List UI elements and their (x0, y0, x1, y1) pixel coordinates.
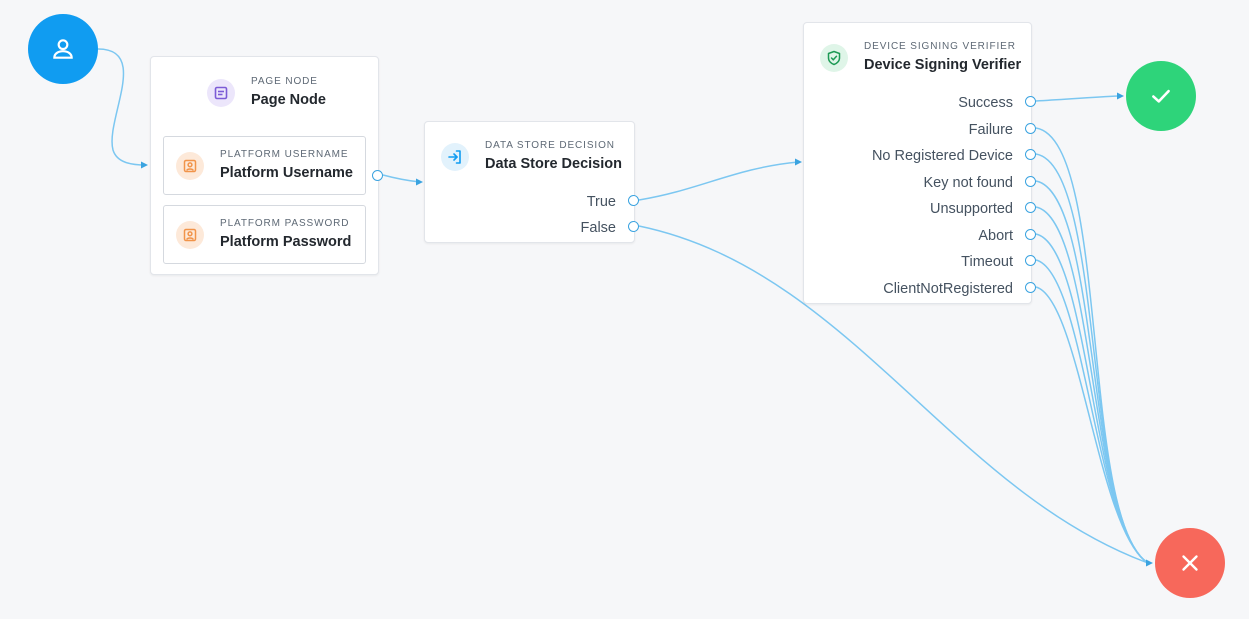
data-store-decision-type-label: DATA STORE DECISION (485, 140, 615, 151)
edge-success-to-success-node[interactable] (1035, 95, 1120, 102)
edge-clientnotregistered-to-failure-node[interactable] (1035, 286, 1149, 564)
page-node-output-port[interactable] (372, 170, 383, 181)
user-card-icon (176, 220, 204, 249)
edge-start-to-page[interactable] (97, 48, 146, 166)
edge-no-registered-device-to-failure-node[interactable] (1035, 153, 1149, 564)
outcome-abort-port[interactable] (1025, 229, 1036, 240)
data-store-decision-header: DATA STORE DECISION Data Store Decision (441, 139, 622, 174)
edge-arrowhead (795, 158, 802, 166)
success-node[interactable] (1126, 61, 1196, 131)
edge-page-to-datastore[interactable] (382, 174, 421, 183)
device-signing-verifier-header: DEVICE SIGNING VERIFIER Device Signing V… (820, 40, 1021, 75)
outcome-no-registered-device-port[interactable] (1025, 149, 1036, 160)
failure-node[interactable] (1155, 528, 1225, 598)
edge-abort-to-failure-node[interactable] (1035, 233, 1149, 564)
outcome-key-not-found-port[interactable] (1025, 176, 1036, 187)
edge-arrowhead (416, 178, 423, 186)
outcome-unsupported-label: Unsupported (929, 201, 1013, 217)
outcome-true-label: True (586, 194, 616, 210)
edge-key-not-found-to-failure-node[interactable] (1035, 180, 1149, 564)
edge-arrowhead (1146, 559, 1153, 567)
edge-arrowhead (1117, 92, 1124, 100)
platform-password-type-label: PLATFORM PASSWORD (220, 218, 350, 229)
platform-username-type-label: PLATFORM USERNAME (220, 149, 349, 160)
outcome-true-port[interactable] (628, 195, 639, 206)
device-signing-verifier-node[interactable]: DEVICE SIGNING VERIFIER Device Signing V… (803, 22, 1036, 304)
outcome-unsupported-port[interactable] (1025, 202, 1036, 213)
close-icon (1182, 555, 1198, 571)
device-signing-verifier-type-label: DEVICE SIGNING VERIFIER (864, 41, 1016, 52)
data-store-decision-node[interactable]: DATA STORE DECISION Data Store Decision … (424, 121, 639, 243)
platform-password-title: Platform Password (220, 234, 352, 250)
platform-username-title: Platform Username (220, 165, 353, 181)
outcome-success-label: Success (958, 95, 1013, 111)
edge-arrowhead (141, 161, 148, 169)
edge-unsupported-to-failure-node[interactable] (1035, 206, 1149, 564)
outcome-abort-label: Abort (978, 228, 1013, 244)
outcome-failure-label: Failure (968, 122, 1013, 138)
page-node-type-label: PAGE NODE (251, 76, 318, 87)
start-node[interactable] (28, 14, 98, 84)
outcome-clientnotregistered-label: ClientNotRegistered (883, 281, 1013, 297)
page-node-title: Page Node (251, 92, 326, 108)
page-node[interactable]: PAGE NODE Page Node PLATFORM USERNAME Pl… (150, 56, 383, 275)
check-icon (1152, 89, 1170, 103)
device-signing-verifier-title: Device Signing Verifier (864, 57, 1022, 73)
edge-true-to-device-signing[interactable] (638, 161, 799, 201)
platform-username-node[interactable]: PLATFORM USERNAME Platform Username (163, 136, 366, 195)
page-icon (207, 78, 235, 107)
outcome-timeout-port[interactable] (1025, 255, 1036, 266)
user-card-icon (176, 151, 204, 180)
sign-in-icon (441, 142, 469, 171)
outcome-clientnotregistered-port[interactable] (1025, 282, 1036, 293)
outcome-success-port[interactable] (1025, 96, 1036, 107)
outcome-key-not-found-label: Key not found (923, 175, 1014, 191)
edge-failure-to-failure-node[interactable] (1035, 127, 1149, 564)
shield-check-icon (820, 43, 848, 72)
outcome-timeout-label: Timeout (961, 254, 1013, 270)
platform-password-node[interactable]: PLATFORM PASSWORD Platform Password (163, 205, 366, 264)
outcome-failure-port[interactable] (1025, 123, 1036, 134)
user-icon (53, 39, 73, 59)
data-store-decision-title: Data Store Decision (485, 156, 622, 172)
outcome-no-registered-device-label: No Registered Device (871, 148, 1013, 164)
edge-timeout-to-failure-node[interactable] (1035, 259, 1149, 564)
page-node-header: PAGE NODE Page Node (207, 75, 326, 110)
outcome-false-port[interactable] (628, 221, 639, 232)
outcome-false-label: False (580, 220, 616, 236)
